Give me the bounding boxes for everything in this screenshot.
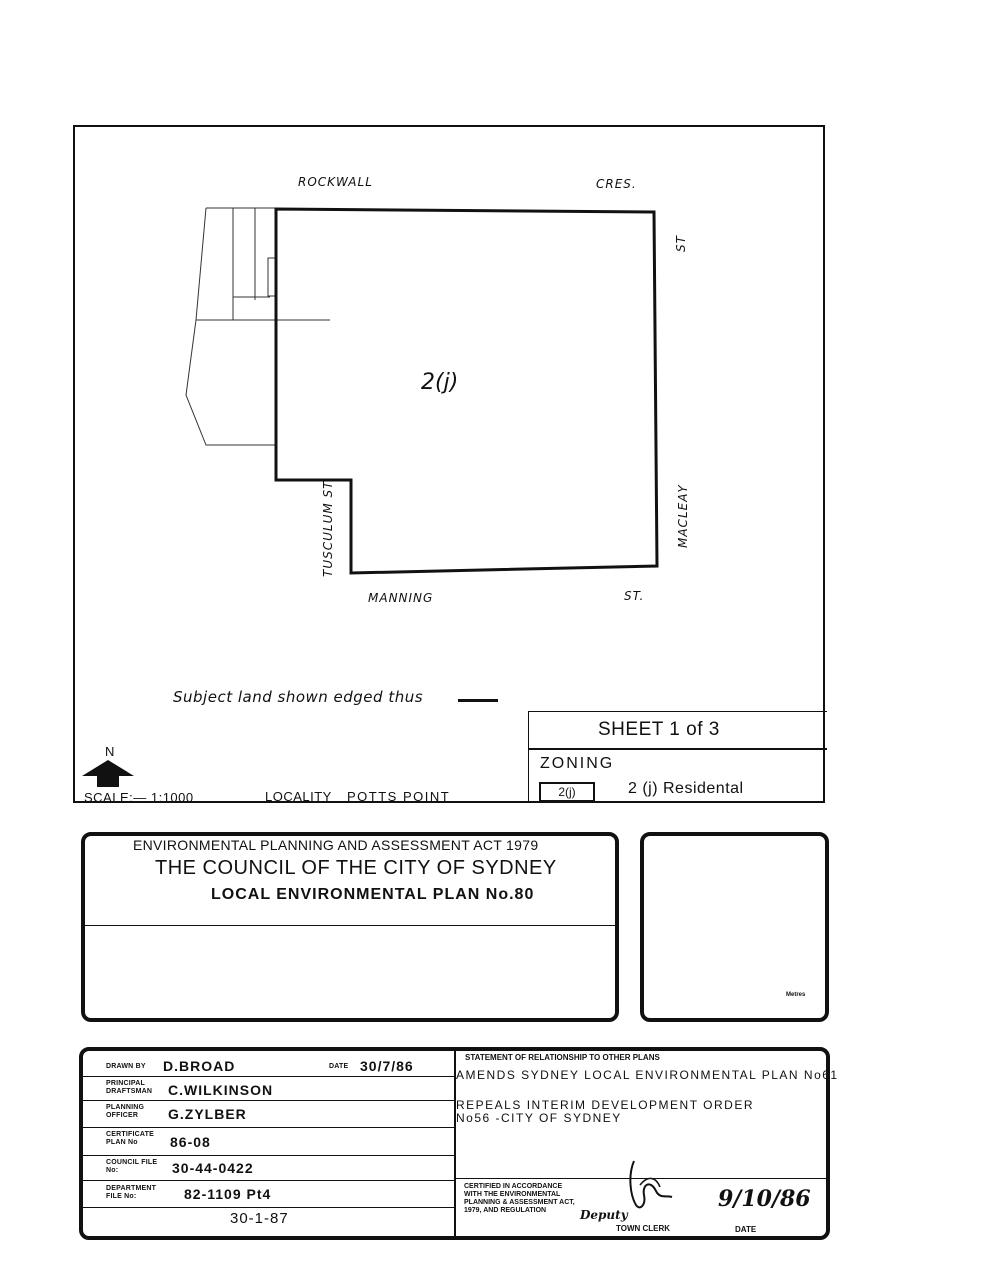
locality-label: LOCALITY bbox=[265, 789, 332, 804]
legend-line bbox=[458, 699, 498, 702]
zoning-heading: ZONING bbox=[540, 755, 615, 772]
north-label: N bbox=[105, 744, 115, 759]
street-label-st-bottom: ST. bbox=[624, 589, 645, 603]
cert-line: CERTIFIED IN ACCORDANCE bbox=[464, 1183, 563, 1190]
zone-swatch: 2(j) bbox=[539, 782, 595, 802]
row-divider bbox=[83, 1076, 454, 1077]
date-value: 30/7/86 bbox=[360, 1058, 414, 1074]
sheet-box bbox=[528, 711, 827, 803]
signed-date-handwriting: 9/10/86 bbox=[718, 1186, 811, 1212]
sheet-divider bbox=[528, 748, 827, 750]
department-file-label: DEPARTMENT FILE No: bbox=[106, 1185, 157, 1200]
council-file-label: COUNCIL FILE No: bbox=[106, 1159, 158, 1174]
department-file-value: 82-1109 Pt4 bbox=[184, 1186, 272, 1202]
row-divider bbox=[83, 1100, 454, 1101]
plan-title: LOCAL ENVIRONMENTAL PLAN No.80 bbox=[211, 886, 535, 903]
street-label-macleay: MACLEAY bbox=[676, 484, 690, 548]
scale-panel bbox=[640, 832, 829, 1022]
signature-image bbox=[629, 1160, 673, 1209]
title-block-divider bbox=[454, 1051, 456, 1236]
council-title: THE COUNCIL OF THE CITY OF SYDNEY bbox=[155, 857, 557, 879]
council-file-value: 30-44-0422 bbox=[172, 1160, 254, 1176]
cert-line: 1979, AND REGULATION bbox=[464, 1207, 547, 1214]
title-block bbox=[79, 1047, 830, 1240]
statement-title: STATEMENT OF RELATIONSHIP TO OTHER PLANS bbox=[465, 1053, 660, 1062]
north-arrow bbox=[82, 760, 134, 787]
subject-land-outline bbox=[274, 207, 659, 575]
draftsman-value: C.WILKINSON bbox=[168, 1082, 274, 1098]
cert-line: WITH THE ENVIRONMENTAL bbox=[464, 1191, 561, 1198]
town-clerk-label: TOWN CLERK bbox=[616, 1224, 671, 1233]
statement-amends: AMENDS SYDNEY LOCAL ENVIRONMENTAL PLAN N… bbox=[456, 1068, 839, 1082]
date-label: DATE bbox=[329, 1063, 349, 1070]
row-divider bbox=[456, 1178, 826, 1179]
street-label-st-right: ST bbox=[674, 235, 688, 252]
row-divider bbox=[83, 1207, 454, 1208]
legend-text: Subject land shown edged thus bbox=[173, 688, 424, 706]
sheet-title: SHEET 1 of 3 bbox=[598, 719, 720, 740]
drawn-by-label: DRAWN BY bbox=[106, 1063, 146, 1070]
street-label-cres: CRES. bbox=[596, 177, 637, 191]
act-title: ENVIRONMENTAL PLANNING AND ASSESSMENT AC… bbox=[133, 837, 539, 853]
row-divider bbox=[83, 1127, 454, 1128]
deputy-handwriting: Deputy bbox=[580, 1208, 628, 1222]
certificate-label: CERTIFICATE PLAN No bbox=[106, 1131, 154, 1146]
drawn-by-value: D.BROAD bbox=[163, 1058, 236, 1074]
certification-text: CERTIFIED IN ACCORDANCE WITH THE ENVIRON… bbox=[464, 1183, 575, 1215]
row-divider bbox=[83, 1155, 454, 1156]
row-divider bbox=[83, 1180, 454, 1181]
certificate-value: 86-08 bbox=[170, 1134, 211, 1150]
map-frame bbox=[73, 125, 825, 803]
metres-label: Metres bbox=[786, 992, 806, 998]
zone-description: 2 (j) Residental bbox=[628, 780, 744, 797]
cert-line: PLANNING & ASSESSMENT ACT, bbox=[464, 1199, 575, 1206]
street-label-rockwall: ROCKWALL bbox=[298, 175, 373, 189]
statement-repeals-2: No56 -CITY OF SYDNEY bbox=[456, 1111, 622, 1125]
footer-date: 30-1-87 bbox=[230, 1210, 289, 1227]
locality-value: POTTS POINT bbox=[347, 789, 451, 804]
street-label-manning: MANNING bbox=[368, 591, 434, 605]
statement-repeals-1: REPEALS INTERIM DEVELOPMENT ORDER bbox=[456, 1098, 754, 1112]
scale-text: SCALE:— 1:1000 bbox=[84, 790, 194, 805]
act-divider bbox=[85, 925, 615, 926]
street-label-tusculum: TUSCULUM ST bbox=[321, 480, 335, 577]
cert-date-label: DATE bbox=[735, 1225, 757, 1234]
act-panel bbox=[81, 832, 619, 1022]
officer-label: PLANNING OFFICER bbox=[106, 1104, 145, 1119]
draftsman-label: PRINCIPAL DRAFTSMAN bbox=[106, 1080, 153, 1095]
officer-value: G.ZYLBER bbox=[168, 1106, 247, 1122]
zone-label: 2(j) bbox=[421, 370, 459, 395]
